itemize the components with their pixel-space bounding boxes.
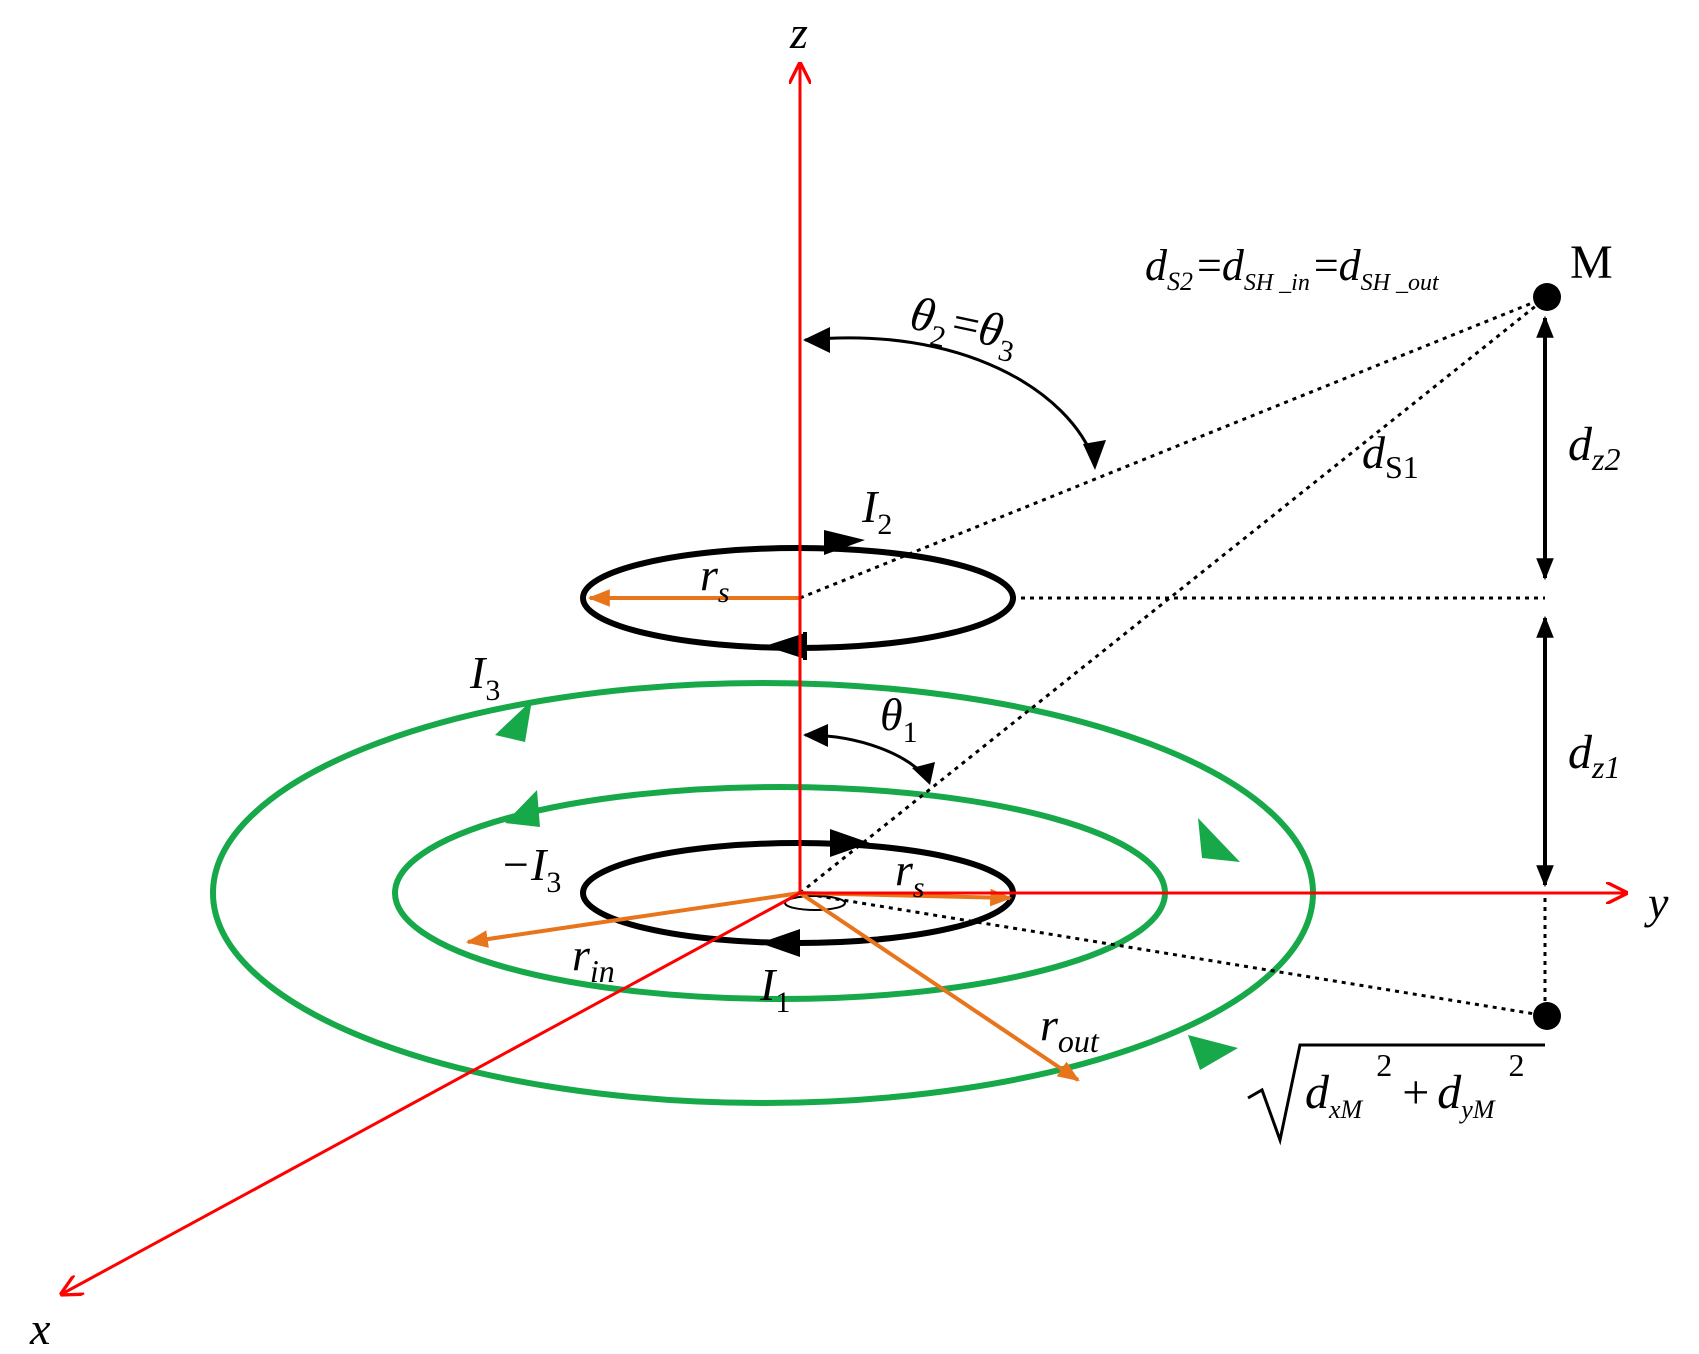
arc-arrowhead-icon — [803, 327, 830, 353]
rs-top-label: rs — [700, 549, 730, 609]
dashed-line-origin-to-projection — [799, 891, 1548, 1018]
sqrt-radical-icon — [1247, 1043, 1545, 1146]
green-arrow-icon — [1188, 1035, 1238, 1070]
dz2-label: dz2 — [1568, 418, 1620, 477]
x-axis — [60, 891, 801, 1295]
I1-label: I1 — [759, 959, 790, 1019]
point-M-label: M — [1570, 236, 1613, 289]
I3-label: I3 — [469, 647, 500, 707]
theta23-arc — [804, 336, 1097, 464]
origin-mark — [784, 895, 846, 911]
minus-I3-label: −I3 — [500, 839, 561, 899]
coil-arrow-icon — [824, 530, 865, 555]
r-in-label: rin — [572, 929, 615, 989]
arc-arrowhead-icon — [912, 762, 935, 785]
r-in-arrow — [465, 891, 801, 948]
y-axis-label: y — [1644, 877, 1669, 928]
arc-arrowhead-icon — [1083, 440, 1106, 470]
green-arrow-icon — [1198, 818, 1240, 862]
z-axis-label: z — [789, 7, 808, 58]
sqrt-expression: dxM2+dyM2 — [1305, 1047, 1524, 1124]
x-axis-label: x — [29, 1303, 51, 1354]
point-M-projection — [1533, 1002, 1561, 1030]
I2-label: I2 — [861, 481, 892, 541]
coil-arrow-icon — [830, 829, 870, 857]
coil-arrow-icon — [765, 633, 805, 659]
dz1-label: dz1 — [1568, 726, 1620, 785]
r-out-arrow — [798, 891, 1080, 1082]
theta23-label: θ2=θ3 — [904, 287, 1023, 369]
green-arrow-icon — [505, 790, 540, 827]
green-arrow-icon — [495, 700, 532, 742]
dashed-line-origin-to-M — [799, 295, 1548, 895]
dS1-label: dS1 — [1362, 427, 1419, 485]
theta1-label: θ1 — [880, 689, 918, 749]
coil-arrow-icon — [760, 929, 800, 957]
point-M — [1533, 283, 1561, 311]
r-out-label: rout — [1040, 999, 1100, 1059]
rs-bottom-label: rs — [895, 844, 925, 904]
arc-arrowhead-icon — [803, 724, 828, 747]
dS2-equation: dS2=dSH _in=dSH _out — [1145, 241, 1440, 296]
